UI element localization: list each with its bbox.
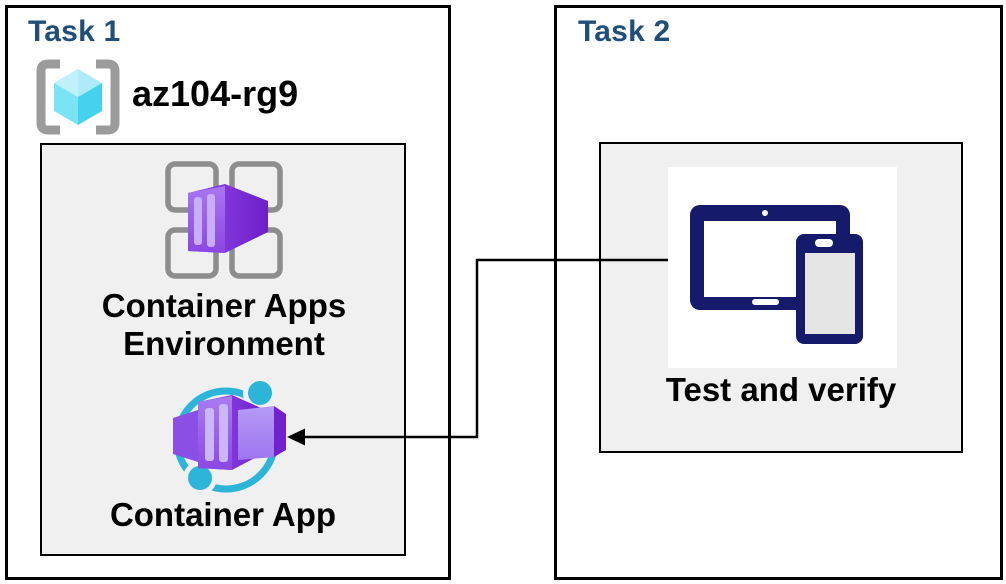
devices-icon	[668, 167, 897, 368]
task2-title: Task 2	[578, 15, 671, 48]
resource-group-name: az104-rg9	[132, 73, 299, 114]
resource-group-icon	[33, 57, 123, 137]
test-and-verify-label: Test and verify	[665, 371, 897, 408]
container-apps-environment-icon	[163, 158, 285, 282]
container-apps-environment-label: Container Apps Environment	[101, 287, 347, 362]
container-app-icon	[162, 373, 304, 501]
container-app-label: Container App	[109, 496, 337, 533]
connector-arrow	[280, 248, 680, 448]
devices-icon-plate	[668, 167, 897, 368]
task1-title: Task 1	[28, 15, 121, 48]
